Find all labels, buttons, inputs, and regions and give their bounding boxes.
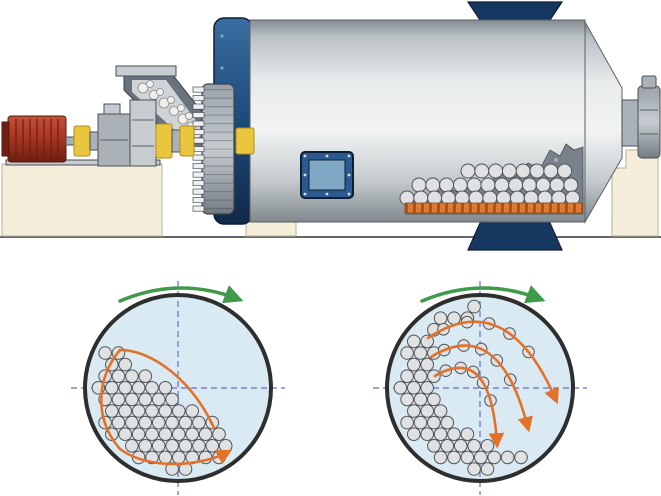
shaft-spacer	[171, 129, 181, 153]
mill-liner	[404, 202, 584, 214]
coupling	[155, 123, 173, 159]
inspection-hatch	[300, 151, 354, 199]
cataracting-motion-diagram	[373, 281, 587, 495]
trajectory-arrow	[433, 366, 505, 449]
motion-diagrams	[71, 281, 587, 495]
drive-train	[1, 99, 255, 167]
rotation-arrow	[118, 285, 244, 304]
pinion-shaft-bearing	[235, 127, 255, 155]
cascading-motion-diagram	[71, 281, 285, 495]
trunnion-bearing	[621, 75, 661, 159]
mill-shell-rim	[83, 293, 273, 483]
foundation-blocks	[1, 149, 659, 237]
rotation-arrow	[420, 285, 546, 304]
shell-cutaway	[399, 143, 584, 215]
mill-shell-rim	[385, 293, 575, 483]
coupling	[179, 125, 195, 157]
shaft-spacer	[89, 131, 99, 151]
motor-base-plate	[5, 159, 161, 166]
discharge-cone	[584, 20, 623, 224]
trajectory-arrow	[429, 344, 533, 433]
charge-flow-arrow	[100, 348, 233, 466]
pinion-bearing-housing	[129, 99, 157, 167]
gearbox	[97, 103, 131, 167]
motor-shaft	[65, 136, 75, 146]
trajectory-arrow	[426, 320, 559, 405]
coupling	[73, 125, 91, 157]
motor	[1, 115, 67, 163]
pinion-gear	[192, 83, 235, 215]
grinding-balls-cutaway	[399, 163, 581, 206]
ball-mill-machine	[0, 1, 661, 251]
